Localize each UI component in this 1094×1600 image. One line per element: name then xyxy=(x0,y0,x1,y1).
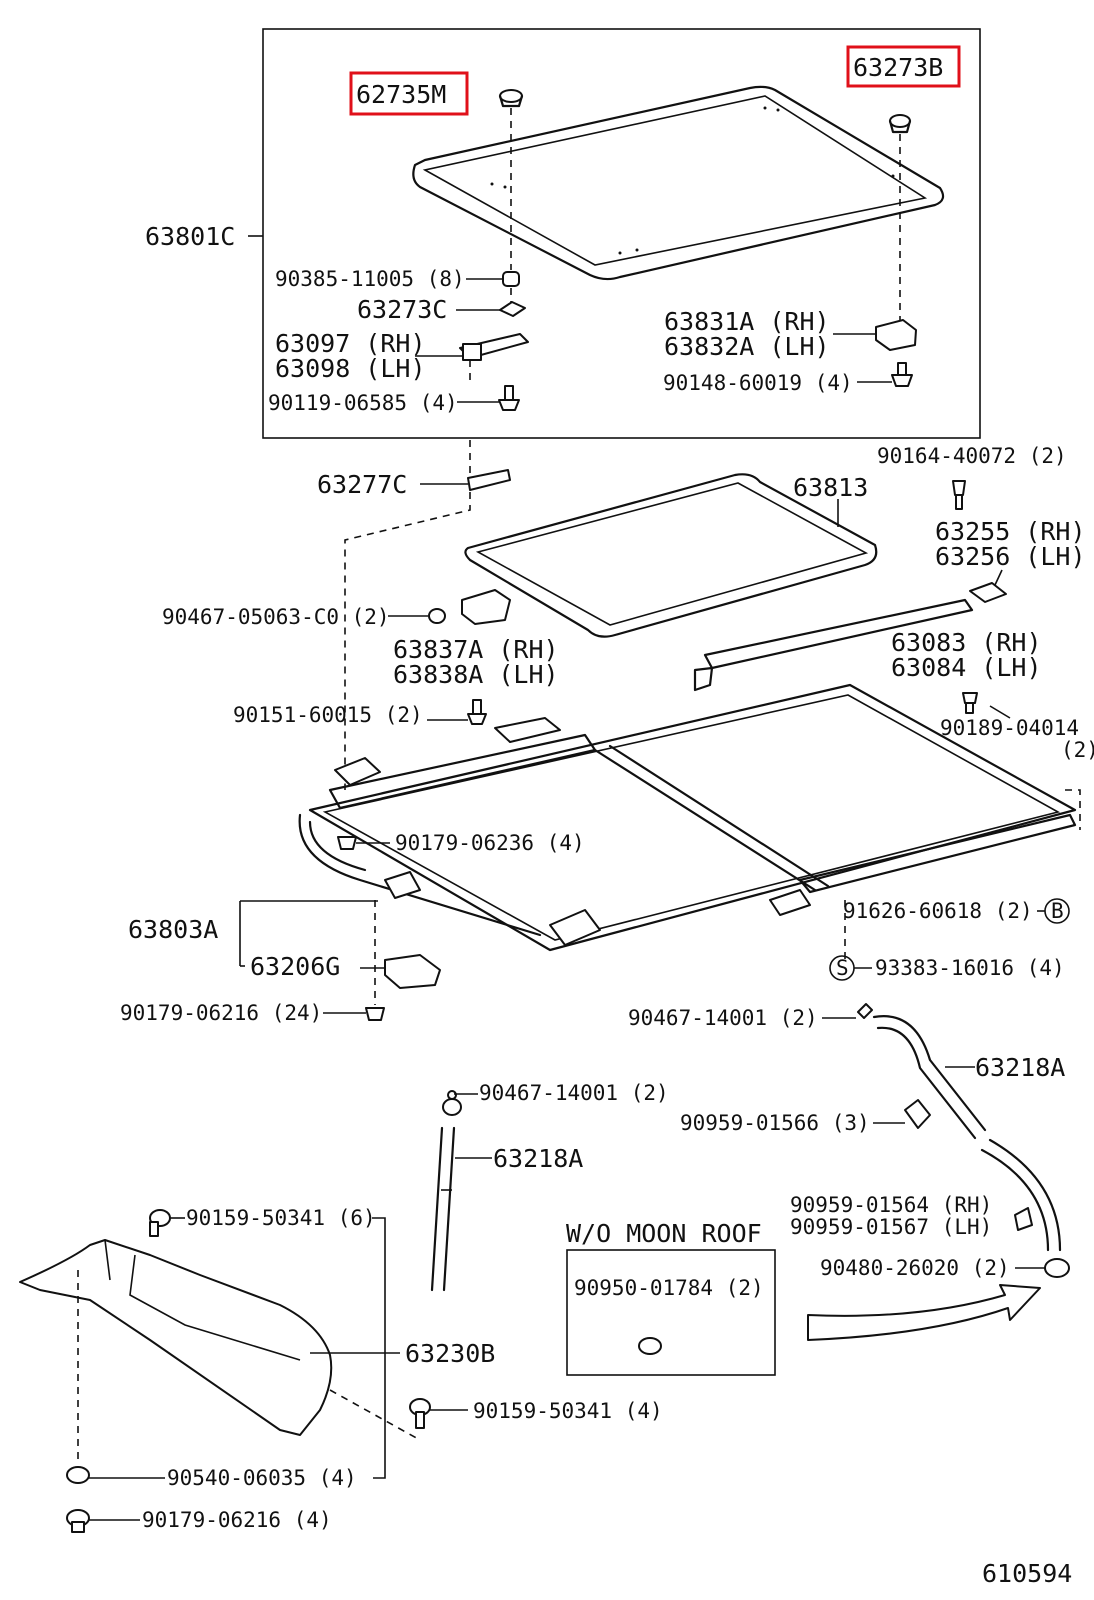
label-63256: 63256 (LH) xyxy=(935,542,1086,571)
label-91626-60618: 91626-60618 (2) xyxy=(843,899,1033,923)
label-63230B: 63230B xyxy=(405,1339,495,1368)
label-63097: 63097 (RH) xyxy=(275,329,426,358)
label-90467-05063: 90467-05063-C0 (2) xyxy=(162,605,390,629)
label-90480-26020: 90480-26020 (2) xyxy=(820,1256,1010,1280)
label-93383-16016: 93383-16016 (4) xyxy=(875,956,1065,980)
label-63803A: 63803A xyxy=(128,915,218,944)
bracket-63230B xyxy=(19,1239,333,1436)
label-without-moon-roof: W/O MOON ROOF xyxy=(566,1219,762,1248)
highlight-box-62735M xyxy=(349,71,469,116)
label-63084: 63084 (LH) xyxy=(891,653,1042,682)
cap-63273B xyxy=(888,114,912,134)
bracket-63206G xyxy=(384,954,441,989)
label-63098: 63098 (LH) xyxy=(275,354,426,383)
grommet-90480 xyxy=(1044,1258,1070,1278)
screw-90148 xyxy=(891,362,913,387)
clip-90179-06216-a xyxy=(365,1007,385,1021)
label-63273B: 63273B xyxy=(853,53,943,82)
label-90164-40072: 90164-40072 (2) xyxy=(877,444,1067,468)
label-callout-s: S xyxy=(836,956,849,980)
screw-90159-top xyxy=(149,1209,171,1237)
clip-90959-01566 xyxy=(904,1099,931,1129)
screw-90164 xyxy=(952,480,966,510)
label-90179-06216-4: 90179-06216 (4) xyxy=(142,1508,332,1532)
clip-90959-01564 xyxy=(1014,1207,1033,1231)
nut-63273C xyxy=(499,301,526,317)
label-90467-14001-right: 90467-14001 (2) xyxy=(628,1006,818,1030)
clip-90385 xyxy=(502,271,520,287)
label-90179-06216-24: 90179-06216 (24) xyxy=(120,1001,322,1025)
label-90467-14001-left: 90467-14001 (2) xyxy=(479,1081,669,1105)
label-63837A: 63837A (RH) xyxy=(393,635,559,664)
label-90959-01566: 90959-01566 (3) xyxy=(680,1111,870,1135)
diagram-number: 610594 xyxy=(982,1559,1072,1588)
label-63813: 63813 xyxy=(793,473,868,502)
clip-90179-06236 xyxy=(337,836,357,850)
sunroof-glass-panel xyxy=(412,85,945,281)
bracket-63831A xyxy=(875,319,917,351)
label-90179-06236: 90179-06236 (4) xyxy=(395,831,585,855)
label-63832A: 63832A (LH) xyxy=(664,332,830,361)
nut-plate-63255 xyxy=(969,582,1007,603)
without-moon-roof-box xyxy=(566,1249,776,1376)
bracket-63097 xyxy=(459,333,529,361)
label-90189-04014-qty: (2) xyxy=(1061,738,1094,762)
screw-90159-bottom xyxy=(409,1398,431,1429)
label-63083: 63083 (RH) xyxy=(891,628,1042,657)
seal-63813 xyxy=(464,473,878,638)
label-90148-60019: 90148-60019 (4) xyxy=(663,371,853,395)
label-63801C: 63801C xyxy=(145,222,235,251)
drain-hose-63218A-left xyxy=(430,1090,462,1292)
clip-90467-14001-right xyxy=(857,1003,873,1019)
arrow-to-grommet xyxy=(807,1284,1041,1341)
glass-assembly-box xyxy=(262,28,981,439)
label-callout-b: B xyxy=(1051,899,1064,923)
label-90189-04014: 90189-04014 xyxy=(940,716,1079,740)
label-63277C: 63277C xyxy=(317,470,407,499)
label-90119-06585: 90119-06585 (4) xyxy=(268,391,458,415)
cushion-90540 xyxy=(66,1466,90,1484)
highlight-box-63273B xyxy=(846,45,961,88)
plate-63277C xyxy=(467,469,511,491)
sunroof-frame-63803A xyxy=(298,683,1077,952)
screw-90119 xyxy=(498,385,520,411)
label-90159-50341-4: 90159-50341 (4) xyxy=(473,1399,663,1423)
bracket-63837A xyxy=(461,589,511,625)
clip-90179-06216-b xyxy=(66,1509,90,1533)
label-90159-50341-6: 90159-50341 (6) xyxy=(186,1206,376,1230)
bolt-90151 xyxy=(467,699,487,725)
plug-90950 xyxy=(638,1337,662,1355)
label-63255: 63255 (RH) xyxy=(935,517,1086,546)
label-63831A: 63831A (RH) xyxy=(664,307,830,336)
label-63273C: 63273C xyxy=(357,295,447,324)
cap-62735M xyxy=(498,89,524,108)
label-63218A-right: 63218A xyxy=(975,1053,1065,1082)
label-63838A: 63838A (LH) xyxy=(393,660,559,689)
label-90959-01564: 90959-01564 (RH) xyxy=(790,1193,992,1217)
label-62735M: 62735M xyxy=(356,80,446,109)
bolt-90189 xyxy=(962,692,978,714)
label-90151-60015: 90151-60015 (2) xyxy=(233,703,423,727)
label-63206G: 63206G xyxy=(250,952,340,981)
clip-90467-05063 xyxy=(428,608,446,624)
label-90950-01784: 90950-01784 (2) xyxy=(574,1276,764,1300)
label-90385-11005: 90385-11005 (8) xyxy=(275,267,465,291)
rail-63083 xyxy=(693,598,974,692)
label-63218A-left: 63218A xyxy=(493,1144,583,1173)
label-90959-01567: 90959-01567 (LH) xyxy=(790,1215,992,1239)
drain-hose-63218A-right xyxy=(872,1015,1062,1252)
label-90540-06035: 90540-06035 (4) xyxy=(167,1466,357,1490)
